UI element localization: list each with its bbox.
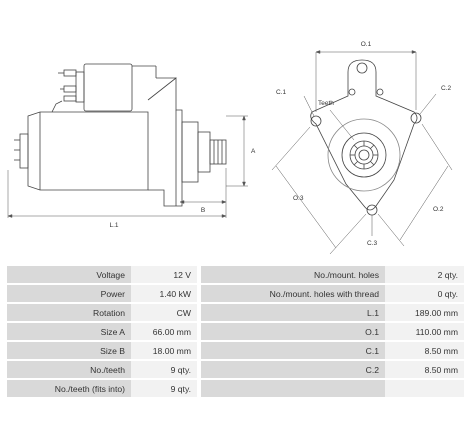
- spec-value: CW: [131, 304, 197, 321]
- spec-label: L.1: [201, 304, 385, 321]
- spec-value: 8.50 mm: [385, 342, 464, 359]
- label-o3: O.3: [293, 195, 304, 202]
- label-c1: C.1: [276, 89, 287, 96]
- table-row: Size A 66.00 mm O.1 110.00 mm: [7, 323, 464, 340]
- table-row: No./teeth 9 qty. C.2 8.50 mm: [7, 361, 464, 378]
- spec-label: Size B: [7, 342, 131, 359]
- table-row: Rotation CW L.1 189.00 mm: [7, 304, 464, 321]
- table-row: No./teeth (fits into) 9 qty.: [7, 380, 464, 397]
- spec-value: 2 qty.: [385, 266, 464, 283]
- spec-value: 66.00 mm: [131, 323, 197, 340]
- specifications-table: Voltage 12 V No./mount. holes 2 qty. Pow…: [7, 264, 464, 399]
- spec-value: [385, 380, 464, 397]
- starter-side-view: [14, 63, 227, 207]
- spec-value: 0 qty.: [385, 285, 464, 302]
- spec-label: Rotation: [7, 304, 131, 321]
- spec-label: Power: [7, 285, 131, 302]
- label-o2: O.2: [433, 206, 444, 213]
- spec-label: No./mount. holes: [201, 266, 385, 283]
- spec-value: 1.40 kW: [131, 285, 197, 302]
- spec-label: [201, 380, 385, 397]
- technical-drawing: L.1 B A: [7, 41, 453, 255]
- spec-label: O.1: [201, 323, 385, 340]
- table-row: Power 1.40 kW No./mount. holes with thre…: [7, 285, 464, 302]
- spec-label: C.2: [201, 361, 385, 378]
- spec-value: 12 V: [131, 266, 197, 283]
- spec-label: No./mount. holes with thread: [201, 285, 385, 302]
- label-o1: O.1: [361, 41, 372, 48]
- table-row: Voltage 12 V No./mount. holes 2 qty.: [7, 266, 464, 283]
- label-c3: C.3: [367, 240, 378, 247]
- label-a: A: [251, 148, 256, 155]
- label-l1: L.1: [109, 222, 118, 229]
- label-b: B: [201, 207, 205, 214]
- front-view-dimensions: [271, 50, 453, 255]
- spec-label: C.1: [201, 342, 385, 359]
- label-teeth: Teeth: [318, 100, 334, 107]
- spec-value: 9 qty.: [131, 380, 197, 397]
- spec-label: No./teeth: [7, 361, 131, 378]
- label-c2: C.2: [441, 85, 452, 92]
- spec-label: Size A: [7, 323, 131, 340]
- side-view-dimensions: [7, 115, 248, 218]
- spec-label: Voltage: [7, 266, 131, 283]
- spec-value: 9 qty.: [131, 361, 197, 378]
- starter-front-view: [310, 59, 422, 216]
- spec-label: No./teeth (fits into): [7, 380, 131, 397]
- spec-value: 189.00 mm: [385, 304, 464, 321]
- spec-value: 8.50 mm: [385, 361, 464, 378]
- table-row: Size B 18.00 mm C.1 8.50 mm: [7, 342, 464, 359]
- spec-value: 110.00 mm: [385, 323, 464, 340]
- spec-value: 18.00 mm: [131, 342, 197, 359]
